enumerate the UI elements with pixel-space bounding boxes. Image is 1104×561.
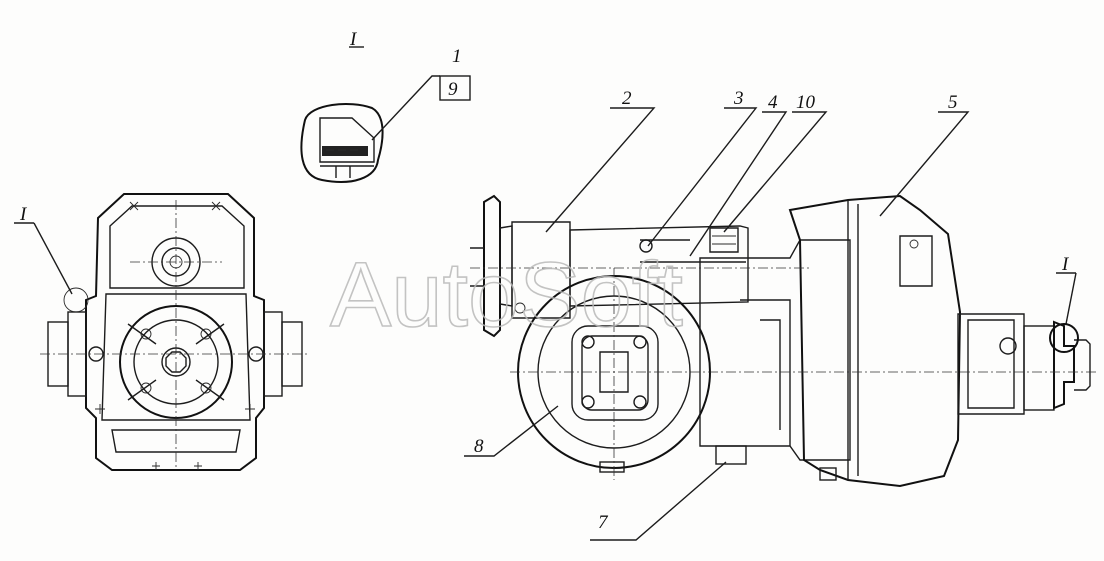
- leader-5: [879, 111, 970, 217]
- callout-4: 4: [768, 92, 778, 113]
- callout-1: 1: [452, 46, 462, 67]
- leader-2: [545, 107, 656, 233]
- leader-8: [464, 405, 559, 457]
- side-view: [470, 194, 1096, 488]
- callout-8: 8: [474, 436, 484, 457]
- detail-mark-I: I: [349, 29, 358, 50]
- callout-9: 9: [448, 79, 458, 100]
- leader-1: [371, 75, 440, 141]
- leader-3: [647, 107, 758, 247]
- seal-ring: [322, 146, 368, 156]
- side-view-mark-I: I: [1061, 254, 1070, 275]
- leader-side-view-I: [1065, 272, 1077, 325]
- detail-circle-I: [1049, 323, 1079, 353]
- end-view: [40, 193, 310, 471]
- watermark: AutoSoft: [330, 244, 683, 346]
- leader-end-view-I: [33, 222, 73, 295]
- callout-2: 2: [622, 88, 632, 109]
- callout-10: 10: [796, 92, 816, 113]
- callout-5: 5: [948, 92, 958, 113]
- leader-7: [590, 461, 727, 541]
- detail-view-I: [300, 103, 384, 183]
- leader-10: [723, 111, 828, 233]
- callout-3: 3: [733, 88, 744, 109]
- callout-9-box: [439, 75, 471, 101]
- callout-7: 7: [598, 512, 609, 533]
- end-view-mark-I: I: [19, 204, 28, 225]
- leader-4: [689, 111, 788, 257]
